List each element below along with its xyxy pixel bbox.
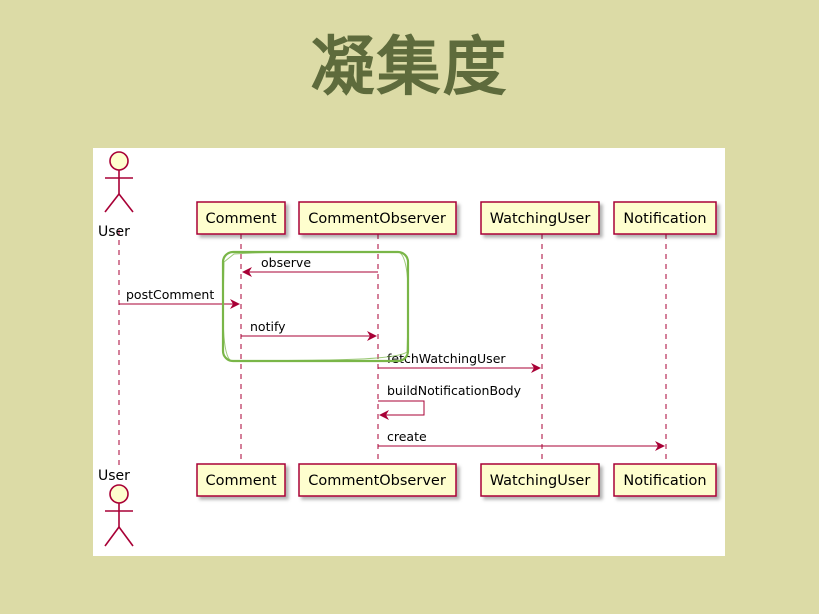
- message-post-comment-label: postComment: [126, 287, 214, 302]
- sequence-diagram-panel: User Comment CommentObserver WatchingUse…: [93, 148, 725, 556]
- message-observe: observe: [242, 255, 378, 277]
- participant-comment-observer-bottom-label: CommentObserver: [308, 473, 446, 489]
- participant-watching-user-bottom: WatchingUser: [480, 463, 600, 497]
- message-post-comment: postComment: [119, 287, 240, 309]
- participant-notification-bottom-label: Notification: [623, 473, 706, 489]
- participant-notification-top-label: Notification: [623, 211, 706, 227]
- user-actor-top-label: User: [98, 224, 130, 240]
- participant-comment-bottom-label: Comment: [205, 473, 276, 489]
- sequence-diagram: User Comment CommentObserver WatchingUse…: [98, 151, 717, 547]
- participant-notification-top: Notification: [613, 201, 717, 235]
- user-actor-bottom-icon: [104, 484, 134, 547]
- participant-comment-observer-top-label: CommentObserver: [308, 211, 446, 227]
- message-notify: notify: [241, 319, 377, 341]
- participant-comment-top-label: Comment: [205, 211, 276, 227]
- participant-notification-bottom: Notification: [613, 463, 717, 497]
- user-actor-bottom-label: User: [98, 468, 130, 484]
- message-build-notification-body: buildNotificationBody: [378, 383, 522, 420]
- message-create: create: [378, 429, 665, 451]
- message-fetch-watching-user: fetchWatchingUser: [378, 351, 541, 373]
- message-create-label: create: [387, 429, 427, 444]
- participant-comment-top: Comment: [196, 201, 286, 235]
- message-build-notification-body-label: buildNotificationBody: [387, 383, 522, 398]
- message-fetch-watching-user-label: fetchWatchingUser: [387, 351, 506, 366]
- participant-watching-user-top-label: WatchingUser: [490, 211, 591, 227]
- participant-comment-observer-bottom: CommentObserver: [298, 463, 457, 497]
- cohesion-highlight-box: [221, 250, 410, 363]
- slide-title: 凝集度: [310, 31, 509, 105]
- participant-watching-user-top: WatchingUser: [480, 201, 600, 235]
- message-notify-label: notify: [250, 319, 286, 334]
- user-actor-top-icon: [104, 151, 134, 213]
- participant-watching-user-bottom-label: WatchingUser: [490, 473, 591, 489]
- participant-comment-observer-top: CommentObserver: [298, 201, 457, 235]
- message-observe-label: observe: [261, 255, 311, 270]
- participant-comment-bottom: Comment: [196, 463, 286, 497]
